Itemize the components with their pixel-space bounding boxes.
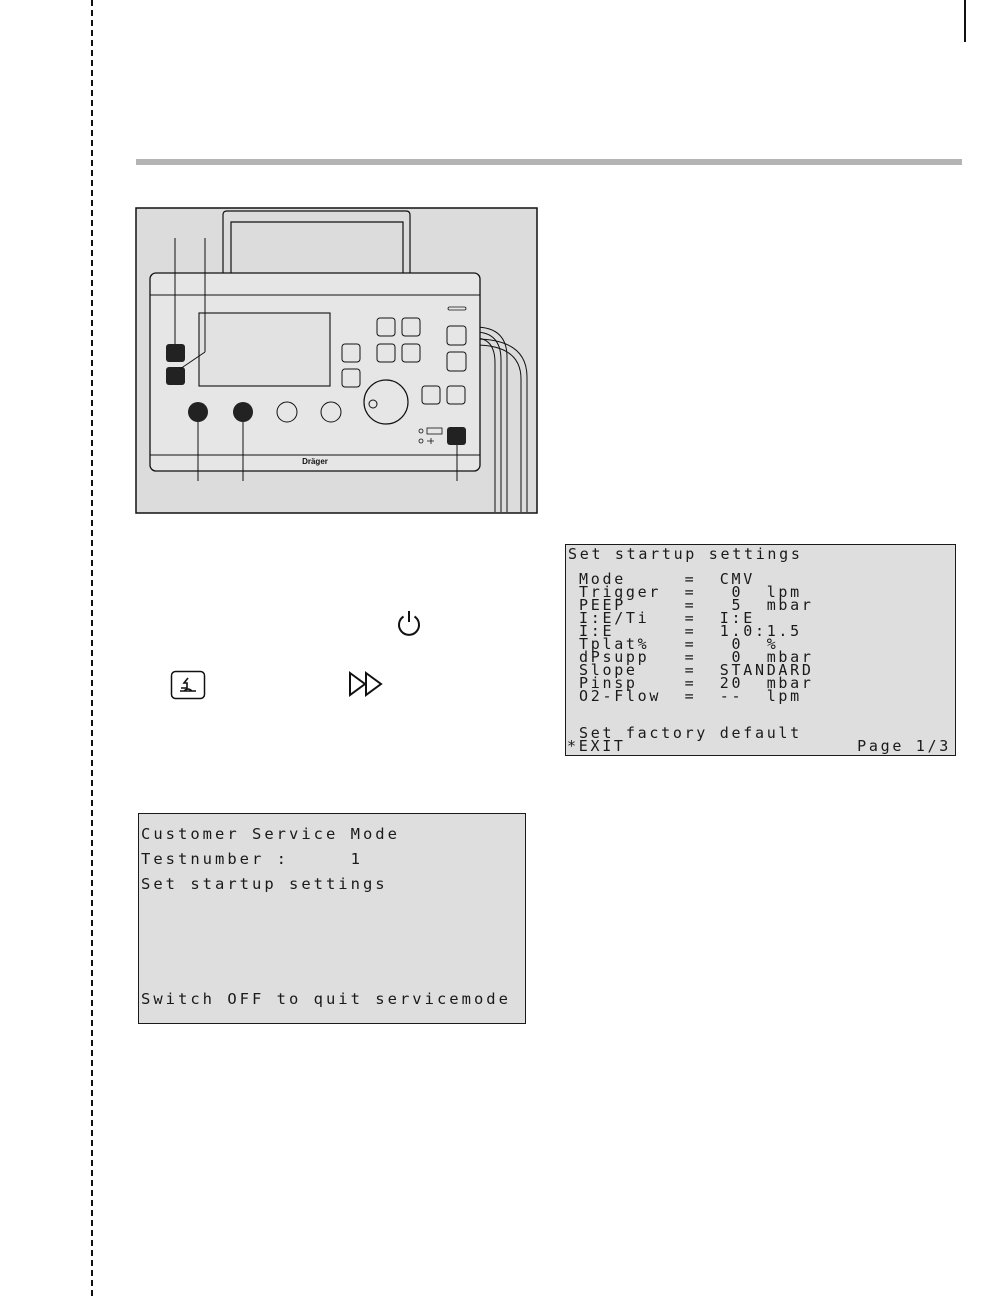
power-icon xyxy=(398,611,420,636)
test-name-line: Set startup settings xyxy=(141,875,388,893)
setting-row-ie-ti: I:E/Ti = I:E xyxy=(579,609,755,627)
quit-hint-line: Switch OFF to quit servicemode xyxy=(141,990,511,1008)
setting-row-peep: PEEP = 5 mbar xyxy=(579,596,814,614)
startup-settings-screen: Set startup settings Mode = CMV Trigger … xyxy=(565,544,956,756)
page-edge-rule xyxy=(964,0,966,42)
setting-row-slope: Slope = STANDARD xyxy=(579,661,814,679)
setting-row-mode: Mode = CMV xyxy=(579,570,755,588)
cut-line xyxy=(91,0,93,1296)
brand-label: Dräger xyxy=(302,457,328,466)
setting-row-ie: I:E = 1.0:1.5 xyxy=(579,622,802,640)
alarm-key-icon xyxy=(170,670,206,700)
fast-forward-icon xyxy=(349,671,383,697)
section-divider xyxy=(136,159,962,165)
exit-option: *EXIT xyxy=(567,737,626,755)
setting-row-tplat: Tplat% = 0 % xyxy=(579,635,779,653)
setting-row-dpsupp: dPsupp = 0 mbar xyxy=(579,648,814,666)
device-front-panel-figure: Dräger xyxy=(135,207,538,514)
testnumber-line: Testnumber : 1 xyxy=(141,850,363,868)
setting-row-pinsp: Pinsp = 20 mbar xyxy=(579,674,814,692)
screen-title: Customer Service Mode xyxy=(141,825,400,843)
setting-row-o2-flow: O2-Flow = -- lpm xyxy=(579,687,802,705)
screen-title: Set startup settings xyxy=(568,545,803,563)
setting-row-trigger: Trigger = 0 lpm xyxy=(579,583,802,601)
page-indicator: Page 1/3 xyxy=(857,737,951,755)
customer-service-screen: Customer Service Mode Testnumber : 1 Set… xyxy=(138,813,526,1024)
factory-default-option: Set factory default xyxy=(579,724,802,742)
